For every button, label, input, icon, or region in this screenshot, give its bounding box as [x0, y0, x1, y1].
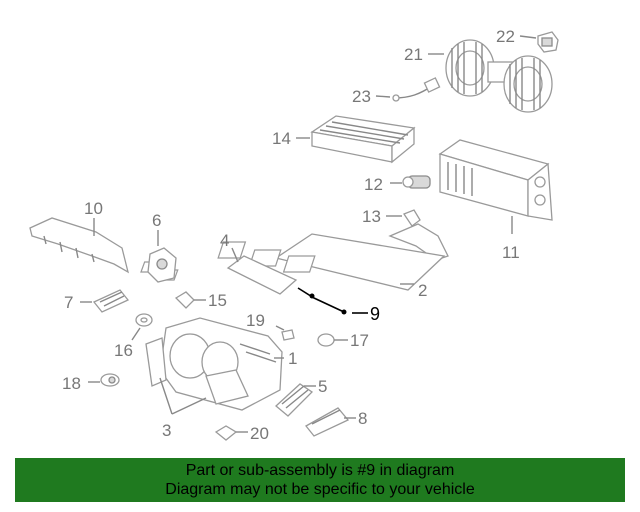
part-19-plug: [281, 329, 295, 341]
part-14-evaporator-core: [310, 115, 416, 164]
callout-22: 22: [496, 27, 515, 46]
parts-diagram: 22 21 23 14 11: [29, 27, 559, 443]
callout-8: 8: [358, 409, 367, 428]
callout-19: 19: [246, 311, 265, 330]
part-12-valve: [402, 175, 431, 189]
part-21-blower-motor: [445, 39, 553, 113]
part-8-vent-duct: [305, 407, 350, 437]
callout-13: 13: [362, 207, 381, 226]
callout-9: 9: [370, 304, 380, 324]
callout-12: 12: [364, 175, 383, 194]
part-15-gasket: [174, 291, 195, 309]
part-16-grommet: [135, 313, 153, 327]
callout-18: 18: [62, 374, 81, 393]
callout-21: 21: [404, 45, 423, 64]
callout-14: 14: [272, 129, 291, 148]
part-23-sensor: [392, 77, 441, 102]
callout-2: 2: [418, 281, 427, 300]
callout-6: 6: [152, 211, 161, 230]
callout-5: 5: [318, 377, 327, 396]
part-5-housing: [275, 383, 314, 417]
banner-line-2: Diagram may not be specific to your vehi…: [165, 481, 475, 498]
part-1-hvac-case: [145, 317, 283, 411]
callout-17: 17: [350, 331, 369, 350]
callout-23: 23: [352, 87, 371, 106]
part-20-clip: [214, 425, 238, 441]
callout-16: 16: [114, 341, 133, 360]
part-9-cable: [297, 287, 347, 315]
callout-4: 4: [220, 231, 229, 250]
callout-11: 11: [502, 243, 520, 262]
part-7-vent: [92, 289, 130, 313]
part-18-connector: [100, 373, 120, 387]
part-17-grommet: [317, 333, 335, 347]
callout-1: 1: [288, 349, 297, 368]
info-banner: Part or sub-assembly is #9 in diagram Di…: [15, 458, 625, 502]
callout-20: 20: [250, 424, 269, 443]
callout-3: 3: [162, 421, 171, 440]
callout-10: 10: [84, 199, 103, 218]
banner-line-1: Part or sub-assembly is #9 in diagram: [185, 462, 455, 479]
part-22-resistor: [537, 31, 559, 53]
callout-15: 15: [208, 291, 227, 310]
part-6-actuator: [147, 247, 177, 283]
part-13-clip: [388, 209, 449, 261]
part-11-heater-core: [438, 139, 553, 221]
part-10-duct: [29, 217, 130, 274]
callout-7: 7: [64, 293, 73, 312]
